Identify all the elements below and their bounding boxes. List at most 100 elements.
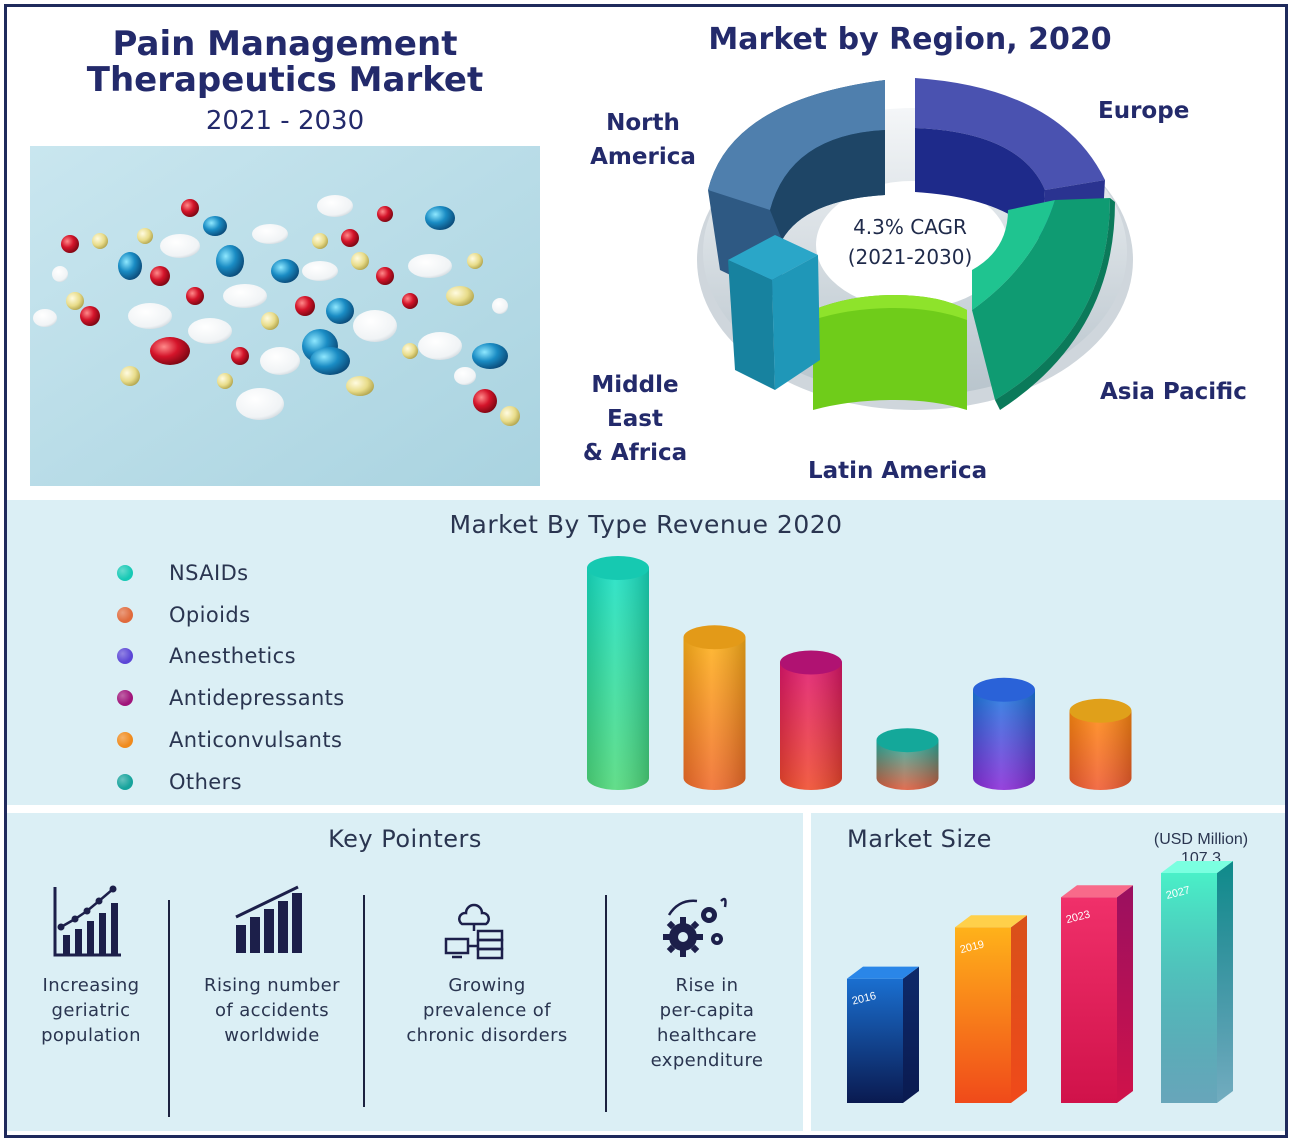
cylinder-shade [587, 568, 649, 790]
type-bar-anticonvulsants [973, 677, 1035, 790]
type-bar-nsaids [587, 556, 649, 790]
label-north-america: North America [588, 106, 698, 174]
bar-top [1061, 885, 1133, 898]
legend-label: NSAIDs [169, 560, 249, 585]
type-bar-chart [587, 556, 1132, 790]
region-donut-chart [697, 78, 1133, 410]
segment-middle-east-africa [728, 235, 820, 390]
bar-top [1161, 861, 1233, 873]
legend-dot [117, 773, 133, 790]
bar-front [1161, 873, 1217, 1103]
key-pointers-title: Key Pointers [328, 825, 482, 853]
label-mea-line2: & Africa [582, 440, 688, 466]
bar-front [1061, 897, 1117, 1103]
type-bar-opioids [683, 625, 746, 790]
legend-label: Opioids [169, 602, 251, 627]
segment-north-america [708, 80, 885, 300]
label-north-america-line2: America [590, 144, 696, 170]
divider [605, 895, 607, 1112]
legend-item-antidepressants: Antidepressants [117, 677, 345, 719]
type-chart-title: Market By Type Revenue 2020 [449, 510, 843, 539]
pointer-chronic-disorders: Growing prevalence of chronic disorders [379, 973, 595, 1048]
cloud-server-icon [444, 903, 504, 960]
divider [363, 895, 365, 1107]
legend-item-anticonvulsants: Anticonvulsants [117, 719, 345, 761]
cylinder-top [973, 677, 1035, 702]
type-bar-antidepressants [876, 728, 939, 790]
legend-dot [117, 648, 133, 665]
bar-year-label: 2016 [851, 990, 878, 1008]
legend-dot [117, 564, 133, 581]
forecast-years: 2021 - 2030 [205, 106, 365, 136]
legend-item-others: Others [117, 761, 345, 803]
pointer-text: Rise in [675, 975, 739, 996]
gears-icon [663, 897, 727, 957]
pointer-text: expenditure [650, 1050, 764, 1071]
cylinder-top [587, 556, 649, 580]
title-line-2: Therapeutics Market [86, 60, 484, 100]
market-size-bar-2016: 2016 [847, 966, 919, 1103]
market-size-bar-2019: 2019 [955, 915, 1027, 1103]
cagr-label: 4.3% CAGR (2021-2030) [820, 212, 1000, 272]
main-title: Pain Management Therapeutics Market [30, 26, 540, 98]
type-bar-anesthetics [780, 650, 842, 790]
bar-side [1217, 861, 1233, 1103]
legend-label: Anticonvulsants [169, 728, 343, 753]
cylinder-shade [876, 740, 939, 790]
pointer-text: Rising number [204, 975, 340, 996]
cylinder-top [780, 650, 842, 675]
pointer-text: population [41, 1025, 141, 1046]
label-asia-pacific: Asia Pacific [1100, 379, 1247, 405]
cagr-value: 4.3% CAGR [853, 215, 967, 239]
cylinder-top [683, 625, 746, 650]
pointer-accidents: Rising number of accidents worldwide [177, 973, 367, 1048]
legend-label: Antidepressants [169, 686, 345, 711]
line-growth-chart-icon [53, 885, 121, 957]
bar-year-label: 2019 [959, 939, 986, 957]
bar-front [955, 927, 1011, 1103]
cylinder-shade [973, 689, 1035, 790]
label-north-america-line1: North [606, 110, 680, 136]
market-size-title: Market Size [847, 825, 992, 853]
pointer-text: per-capita [659, 1000, 755, 1021]
bar-side [1011, 915, 1027, 1103]
pointer-text: Growing [448, 975, 526, 996]
pointer-text: worldwide [224, 1025, 320, 1046]
pointer-text: Increasing [42, 975, 140, 996]
title-line-1: Pain Management [112, 24, 458, 64]
divider [168, 900, 170, 1117]
legend-item-anesthetics: Anesthetics [117, 636, 345, 678]
pills-photo [30, 146, 540, 486]
pointer-text: prevalence of [423, 1000, 551, 1021]
bar-front [847, 978, 903, 1103]
legend-dot [117, 606, 133, 623]
pointer-text: healthcare [657, 1025, 757, 1046]
donut-hole [816, 181, 1008, 309]
label-latin-america: Latin America [808, 458, 988, 484]
segment-asia-pacific [972, 198, 1115, 410]
cagr-period: (2021-2030) [847, 245, 973, 269]
legend-label: Others [169, 769, 242, 794]
bar-year-label: 2023 [1065, 909, 1092, 927]
bar-growth-chart-icon [235, 885, 302, 953]
pointer-text: of accidents [214, 1000, 330, 1021]
cylinder-top [1069, 698, 1132, 723]
market-size-bar-2027: 2027 [1161, 861, 1233, 1103]
label-middle-east-africa: Middle East & Africa [560, 368, 710, 470]
legend-dot [117, 690, 133, 707]
legend-dot [117, 732, 133, 749]
market-size-bar-chart: 2016 2019 2023 2027 [847, 861, 1233, 1103]
bar-side [903, 966, 919, 1103]
label-europe: Europe [1098, 98, 1190, 124]
bar-top [847, 966, 919, 979]
pointer-healthcare-expenditure: Rise in per-capita healthcare expenditur… [617, 973, 797, 1073]
bar-side [1117, 885, 1133, 1103]
cylinder-top [876, 728, 939, 753]
unit-label: (USD Million) [1153, 831, 1249, 848]
legend-item-opioids: Opioids [117, 594, 345, 636]
legend-label: Anesthetics [169, 644, 296, 669]
bar-year-label: 2027 [1165, 884, 1192, 902]
